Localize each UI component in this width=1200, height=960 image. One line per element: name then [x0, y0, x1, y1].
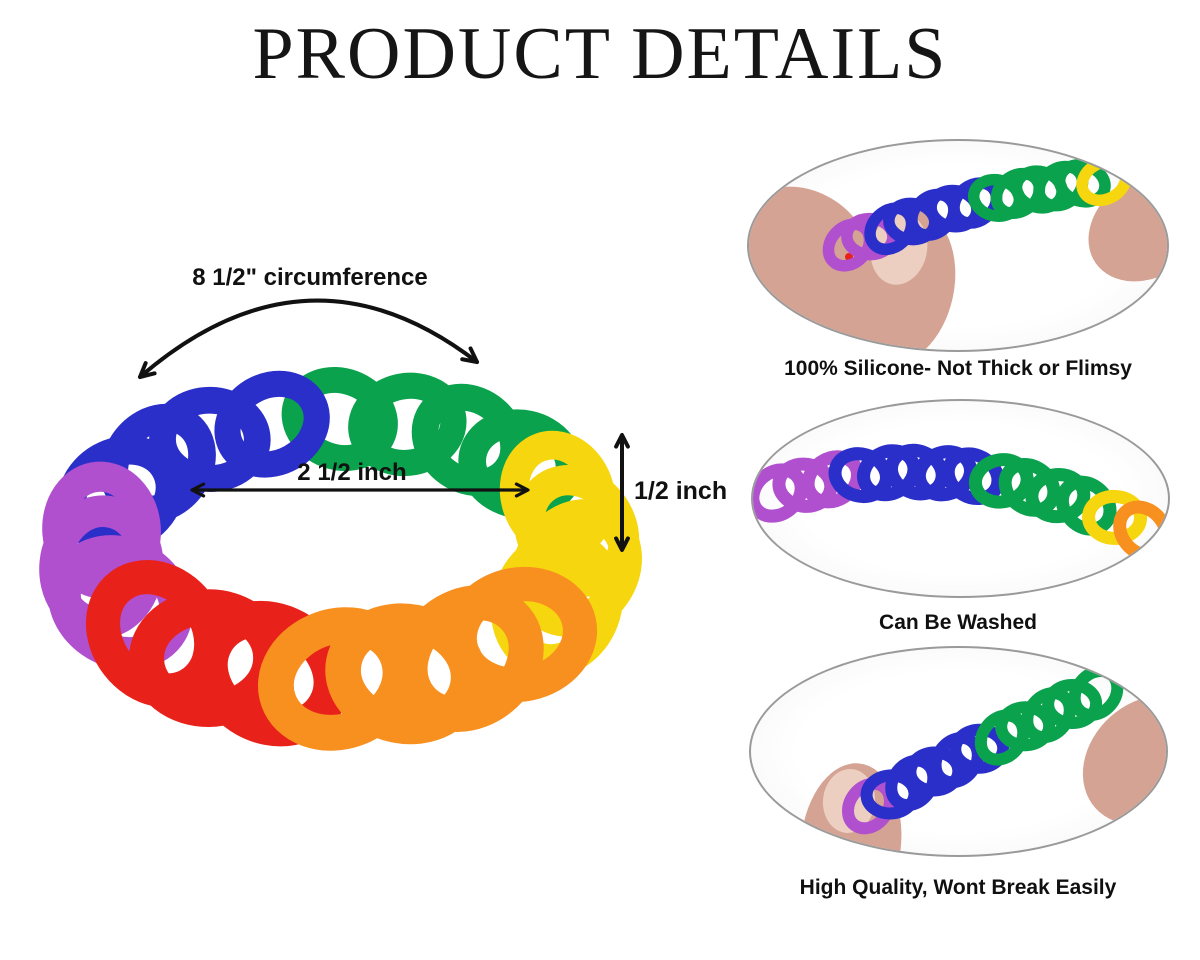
bracelet-photo	[39, 366, 642, 751]
chain-link	[1076, 155, 1132, 207]
chain-link	[1055, 475, 1117, 536]
feature-photo-flat	[751, 399, 1170, 598]
chain-link	[884, 443, 949, 501]
feature-caption-washable: Can Be Washed	[879, 611, 1037, 634]
durable-photo-svg	[800, 665, 1166, 855]
circumference-label: 8 1/2" circumference	[192, 264, 428, 291]
chain-link	[1082, 489, 1148, 545]
chain-link	[828, 447, 893, 504]
chain-link	[325, 603, 487, 745]
chain-link	[772, 457, 838, 513]
page-title: PRODUCT DETAILS	[252, 13, 948, 95]
chain-link	[257, 607, 419, 751]
chain-link	[281, 366, 398, 472]
chain-link	[941, 447, 1005, 506]
chain-link	[1068, 665, 1124, 721]
feature-photo-stretch	[747, 139, 1169, 352]
feature-caption-silicone: 100% Silicone- Not Thick or Flimsy	[784, 357, 1132, 380]
chain-link	[998, 457, 1061, 517]
chain-link	[348, 372, 467, 477]
flat-photo-svg	[753, 443, 1168, 562]
inner-width-label: 2 1/2 inch	[297, 459, 407, 486]
chain-link	[1113, 500, 1168, 562]
chain-link	[1025, 468, 1091, 524]
chain-link	[214, 370, 330, 478]
feature-photo-durable	[749, 646, 1168, 857]
band-height-label: 1/2 inch	[634, 477, 728, 505]
feature-caption-quality: High Quality, Wont Break Easily	[799, 876, 1117, 899]
finger	[1082, 695, 1166, 825]
stretch-photo-svg	[749, 155, 1167, 350]
